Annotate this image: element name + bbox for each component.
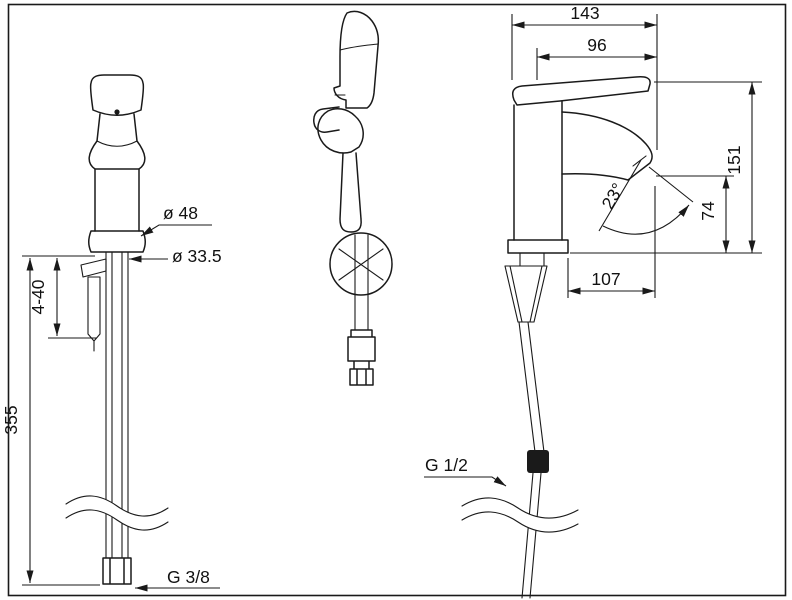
lever-profile xyxy=(511,76,651,106)
hose-break-mask xyxy=(462,497,578,533)
mounting-wedge xyxy=(80,258,107,278)
hole-diameter-label: ø 33.5 xyxy=(172,246,222,266)
clamp-cone-profile xyxy=(504,265,548,323)
collar-joint-line xyxy=(96,140,138,147)
profile-view xyxy=(461,76,653,599)
total-depth-extensions xyxy=(511,14,658,150)
side-view-hand-spray xyxy=(313,10,393,386)
spout-reach-label: 96 xyxy=(587,35,606,55)
total-depth-label: 143 xyxy=(570,3,599,23)
lever-joint-line xyxy=(339,43,379,51)
outlet-height-label: 74 xyxy=(698,201,718,221)
shank-profile xyxy=(519,252,545,267)
pipe-length-label: 355 xyxy=(1,405,21,434)
mounting-ring xyxy=(329,232,393,296)
handle-collar xyxy=(88,113,146,170)
supply-thread-label: G 3/8 xyxy=(167,567,210,587)
handspray-hook xyxy=(313,106,340,133)
angle-label: 23° xyxy=(598,180,629,213)
body-profile xyxy=(513,100,563,241)
front-view-dimensions: 4-40 355 ø 48 ø 33.5 G 3/8 xyxy=(1,203,222,592)
base-diameter-label: ø 48 xyxy=(163,203,198,223)
front-view xyxy=(65,74,169,585)
angle-leg-line xyxy=(598,159,694,232)
sheet-border xyxy=(7,3,787,597)
hose-fitting xyxy=(527,450,549,473)
handspray-thread-leader xyxy=(424,476,507,487)
handle-cap xyxy=(89,74,145,116)
handspray-head xyxy=(317,107,364,154)
supply-pipes xyxy=(105,251,129,559)
aerator-face-line xyxy=(632,155,647,167)
angle-arc xyxy=(602,204,690,235)
ring-bracket-lines xyxy=(338,234,384,331)
hose-break-lines xyxy=(461,497,579,533)
flex-hose-lower xyxy=(521,472,542,599)
handle-indicator-dot xyxy=(114,109,120,115)
spout-profile xyxy=(561,111,653,181)
pipe-break-lines xyxy=(65,495,169,531)
faucet-body-front xyxy=(94,168,140,232)
base-diameter-leader xyxy=(140,224,212,237)
mounting-clamp-arm xyxy=(87,276,101,352)
flex-hose-upper xyxy=(518,321,545,453)
projection-label: 107 xyxy=(591,269,620,289)
base-flange-front xyxy=(88,230,146,253)
hose-connector xyxy=(347,329,376,386)
base-flange-profile xyxy=(507,239,569,254)
handspray-thread-label: G 1/2 xyxy=(425,455,468,475)
faucet-profile-small xyxy=(333,10,380,109)
profile-view-dimensions: 143 96 151 74 23° 107 G 1/2 xyxy=(424,3,762,487)
supply-nut xyxy=(102,557,132,585)
handspray-handle xyxy=(339,152,362,233)
height-label: 151 xyxy=(724,145,744,174)
clamp-range-label: 4-40 xyxy=(28,279,48,314)
pipe-break-mask xyxy=(66,495,168,531)
height-extensions xyxy=(570,81,762,254)
